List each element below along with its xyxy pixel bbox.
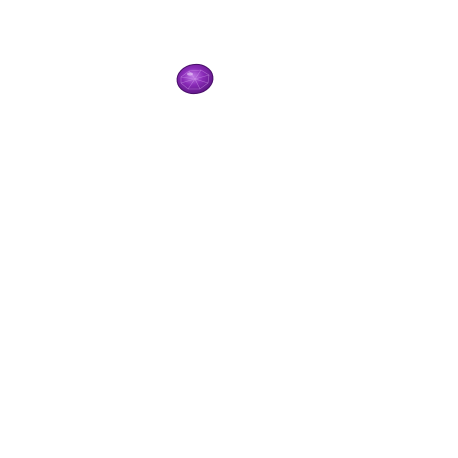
oval-gemstone-icon bbox=[176, 63, 214, 95]
gemstone bbox=[175, 62, 215, 96]
gem-sparkle bbox=[187, 72, 193, 76]
